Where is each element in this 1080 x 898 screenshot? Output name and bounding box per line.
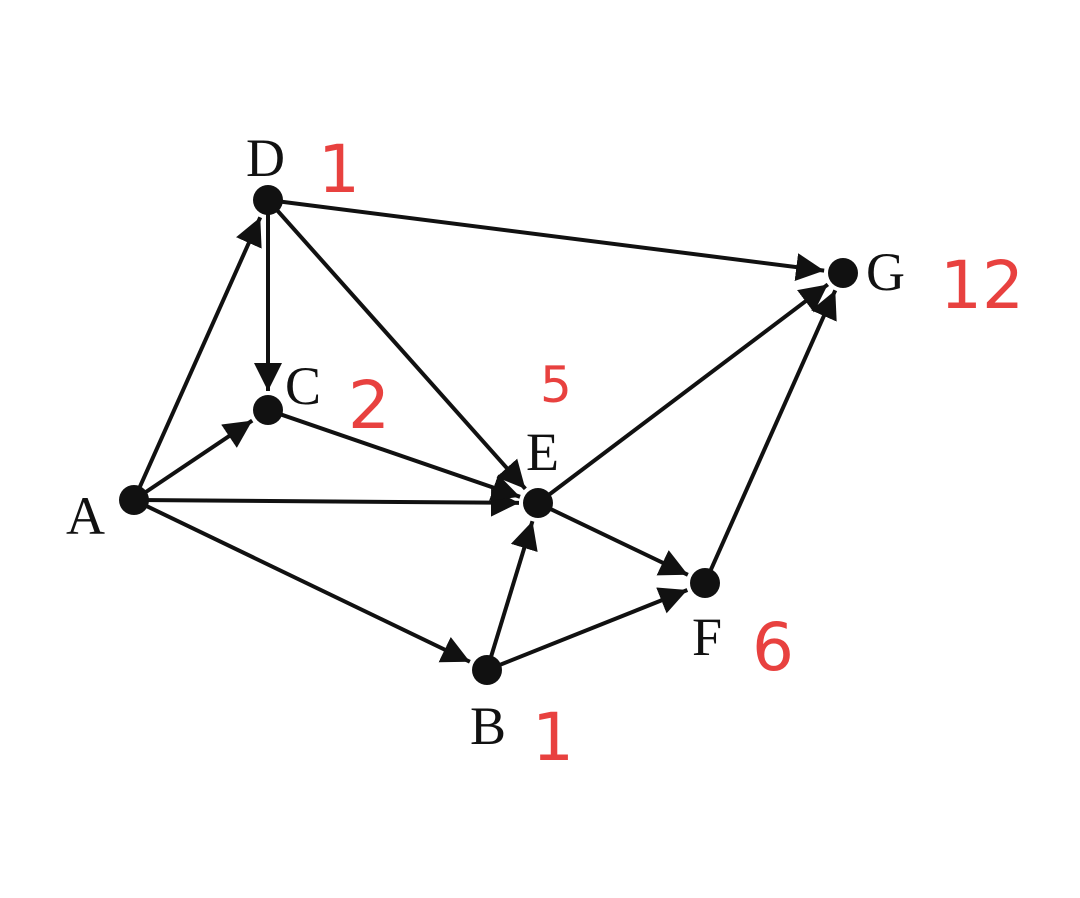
node-label-f: F	[692, 607, 722, 667]
edge-c-e	[271, 409, 521, 501]
edges-layer	[133, 198, 838, 671]
node-b	[472, 655, 502, 685]
edge-f-g	[704, 289, 838, 581]
node-e	[523, 488, 553, 518]
edge-e-f	[540, 502, 689, 577]
node-d	[253, 185, 283, 215]
annotation-b: 1	[532, 699, 574, 776]
edge-e-g	[539, 282, 830, 503]
node-labels-layer: A B C D E F G	[66, 128, 905, 756]
node-label-a: A	[66, 486, 105, 546]
edge-b-f	[489, 587, 689, 671]
node-label-g: G	[866, 242, 905, 302]
edge-a-d	[133, 216, 263, 498]
node-label-b: B	[470, 696, 506, 756]
node-c	[253, 395, 283, 425]
nodes-layer	[119, 185, 858, 685]
node-g	[828, 258, 858, 288]
edge-a-b	[136, 499, 471, 664]
annotation-d: 1	[318, 131, 360, 208]
edge-d-e	[269, 201, 527, 491]
annotation-e: 5	[540, 356, 572, 414]
annotation-f: 6	[752, 609, 794, 686]
node-label-c: C	[285, 356, 321, 416]
edge-a-e	[137, 488, 520, 517]
edge-a-c	[136, 418, 254, 500]
edge-b-e	[486, 520, 538, 667]
node-a	[119, 485, 149, 515]
node-f	[690, 568, 720, 598]
node-label-d: D	[246, 128, 285, 188]
annotation-c: 2	[348, 367, 390, 444]
annotation-g: 12	[940, 247, 1024, 324]
edge-d-g	[271, 198, 825, 281]
handwritten-annotations: 1 2 5 1 6 12	[318, 131, 1024, 776]
node-label-e: E	[526, 422, 559, 482]
